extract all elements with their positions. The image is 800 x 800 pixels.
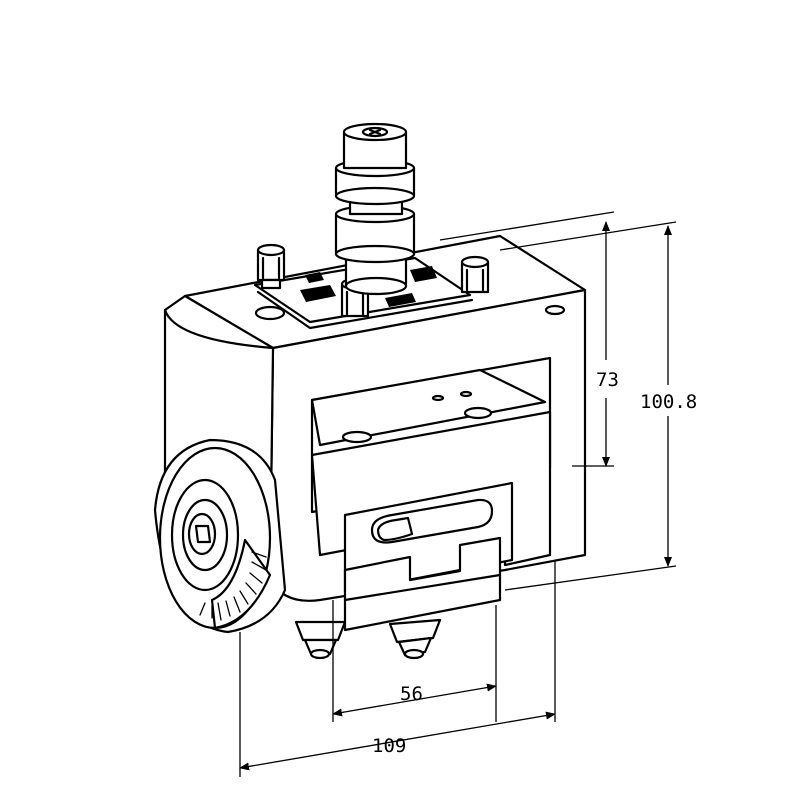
stud-left [256,243,286,290]
slide-clamp [343,481,514,632]
dimension-label-100-8: 100.8 [640,391,697,413]
dimension-label-109: 109 [372,735,406,757]
coolant-fitting [334,122,416,296]
adjustment-dial [153,438,287,634]
dimension-109 [239,560,556,777]
dimension-100-8 [499,221,677,591]
dial-scale-ticks [199,551,267,621]
nozzle-left [294,620,347,660]
stud-right [460,255,490,294]
nozzle-right [388,618,442,660]
dimension-label-56: 56 [400,683,423,705]
dimension-label-73: 73 [596,369,619,391]
dimension-73 [439,211,615,467]
dimension-56 [332,600,497,722]
